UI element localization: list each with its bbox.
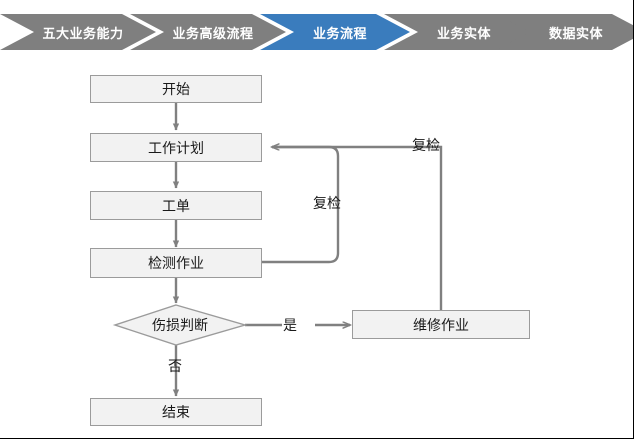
breadcrumb: 五大业务能力 业务高级流程 业务流程 业务实体 数据实体 bbox=[0, 14, 633, 50]
breadcrumb-step-5[interactable]: 数据实体 bbox=[496, 14, 633, 50]
edge-label-yes: 是 bbox=[283, 318, 297, 334]
node-end-label: 结束 bbox=[162, 405, 190, 421]
breadcrumb-step-5-label: 数据实体 bbox=[548, 26, 603, 42]
breadcrumb-step-1-label: 五大业务能力 bbox=[42, 26, 124, 42]
node-decision[interactable]: 伤损判断 bbox=[115, 305, 245, 345]
node-end[interactable]: 结束 bbox=[90, 398, 262, 426]
node-decision-label: 伤损判断 bbox=[152, 318, 208, 334]
edge-label-no: 否 bbox=[168, 359, 182, 375]
node-inspection[interactable]: 检测作业 bbox=[90, 248, 262, 278]
breadcrumb-step-3-label: 业务流程 bbox=[312, 26, 367, 42]
node-start-label: 开始 bbox=[162, 82, 190, 98]
node-start[interactable]: 开始 bbox=[90, 75, 262, 103]
node-repair-label: 维修作业 bbox=[413, 317, 469, 334]
node-work-order-label: 工单 bbox=[162, 198, 190, 215]
node-work-plan[interactable]: 工作计划 bbox=[90, 133, 262, 162]
node-work-order[interactable]: 工单 bbox=[90, 191, 262, 220]
node-inspection-label: 检测作业 bbox=[148, 256, 204, 272]
edge-label-recheck-outer: 复检 bbox=[412, 138, 440, 154]
node-work-plan-label: 工作计划 bbox=[148, 140, 204, 157]
node-repair[interactable]: 维修作业 bbox=[352, 310, 530, 339]
edge-label-recheck-inner: 复检 bbox=[313, 196, 341, 212]
breadcrumb-step-2-label: 业务高级流程 bbox=[172, 26, 254, 42]
connector-recheck-outer bbox=[272, 145, 443, 310]
breadcrumb-step-4-label: 业务实体 bbox=[436, 26, 491, 42]
